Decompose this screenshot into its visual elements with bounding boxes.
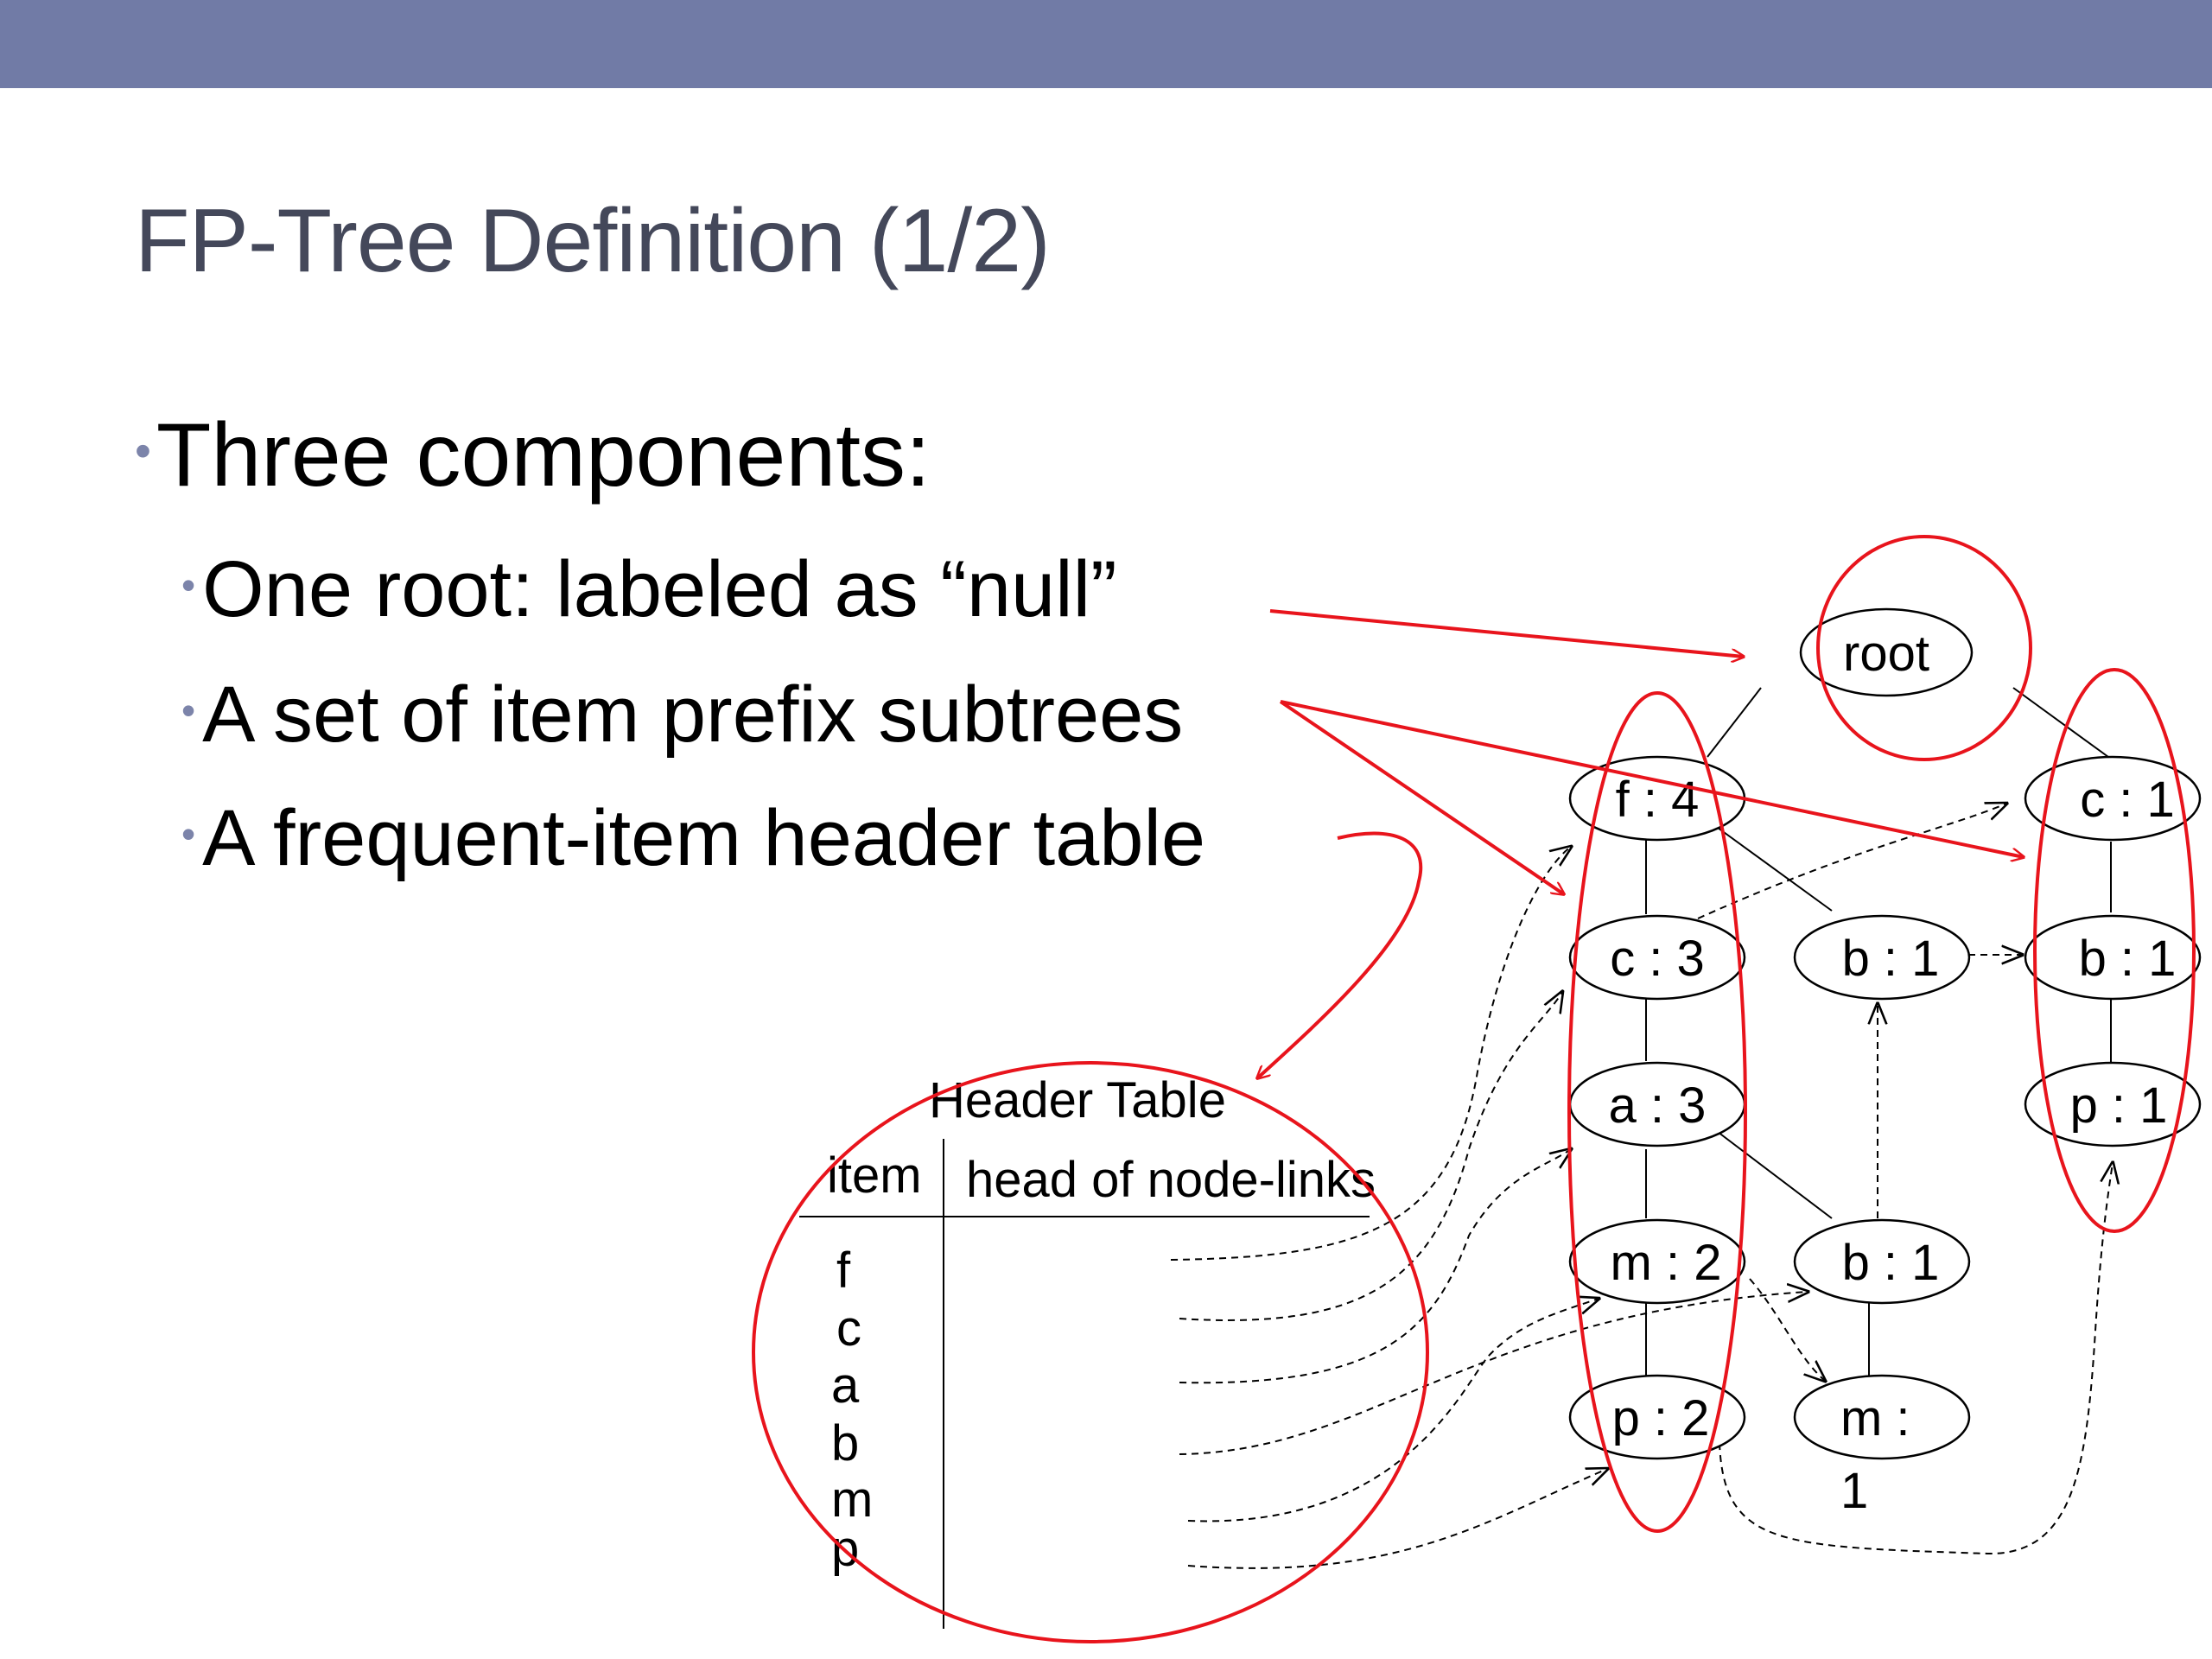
tree-node-p1: p : 1 [2024,1061,2202,1147]
tree-edges [1645,687,2112,1376]
tree-node-b1-lower: b : 1 [1793,1218,1971,1305]
bullet-sub-header-table: •A frequent-item header table [181,793,1205,884]
highlights [752,535,2196,1643]
tree-node-m1-label: m : [1840,1390,1910,1446]
tree-node-m2: m : 2 [1568,1218,1746,1305]
tree-node-p1-label: p : 1 [2070,1077,2168,1134]
highlight-subtree-left [1567,691,1747,1533]
node-link-m-next [1749,1278,1825,1381]
tree-node-c3-label: c : 3 [1610,931,1705,987]
bullet-sub-root-text: One root: labeled as “null” [202,545,1117,633]
edge-root-c1 [2012,687,2109,758]
tree-node-c3: c : 3 [1568,914,1746,1001]
tree-node-b1-lower-label: b : 1 [1842,1235,1940,1291]
tree-node-a3-label: a : 3 [1609,1077,1707,1134]
tree-node-m1-count: 1 [1840,1463,1868,1519]
tree-node-b1-right-label: b : 1 [2079,931,2177,987]
node-link-p-head [1187,1469,1607,1569]
tree-node-a3: a : 3 [1568,1061,1746,1147]
header-table-item-c: c [836,1300,861,1357]
edge-root-f [1707,687,1762,758]
arrow-to-root [1269,609,1744,657]
tree-node-b1-right: b : 1 [2024,914,2202,1001]
highlight-root [1816,535,2032,761]
header-table-item-b: b [831,1415,859,1471]
bullet-dot-icon: • [181,811,196,856]
tree-node-c1-label: c : 1 [2080,772,2175,828]
tree-node-root: root [1799,607,1974,697]
edge-a-b [1717,1131,1833,1219]
highlight-subtree-right [2033,668,2196,1233]
bullet-sub-subtrees: •A set of item prefix subtrees [181,670,1183,760]
tree-node-p2-label: p : 2 [1612,1390,1710,1446]
node-link-p-next [1719,1163,2113,1555]
node-link-m-head [1187,1299,1599,1522]
arrow-to-right-subtree [1280,700,2024,857]
bullet-dot-icon: • [181,688,196,733]
slide-title: FP-Tree Definition (1/2) [135,191,1051,291]
header-table-col-head: head of node-links [966,1152,1376,1208]
node-link-b-head [1179,1292,1808,1455]
tree-node-b1-upper: b : 1 [1793,914,1971,1001]
node-links [1170,804,2113,1569]
node-link-f [1170,847,1571,1261]
bullet-sub-header-table-text: A frequent-item header table [202,794,1206,882]
bullet-main-text: Three components: [156,405,931,505]
header-table-item-a: a [831,1357,860,1414]
tree-nodes: root f : 4 c : 3 a : 3 m : 2 p : 2 b : 1 [1568,607,2202,1519]
highlight-header-table [752,1061,1429,1643]
arrow-to-left-subtree [1279,700,1564,894]
tree-node-m2-label: m : 2 [1611,1235,1722,1291]
node-link-c-next [1697,804,2006,919]
header-table-item-f: f [836,1243,851,1299]
bullet-sub-root: •One root: labeled as “null” [181,544,1117,635]
bullet-main: •Three components: [135,404,931,507]
bullet-dot-icon: • [181,563,196,607]
tree-node-m1: m : 1 [1793,1374,1971,1519]
header-table-title: Header Table [929,1072,1226,1128]
tree-node-p2: p : 2 [1568,1374,1746,1460]
bullet-sub-subtrees-text: A set of item prefix subtrees [202,671,1184,759]
tree-node-b1-upper-label: b : 1 [1842,931,1940,987]
arrow-to-header-table [1257,831,1423,1078]
bullet-dot-icon: • [135,425,151,477]
tree-node-root-label: root [1843,626,1929,682]
header-table: Header Table item head of node-links f c… [799,1072,1376,1629]
edge-f-b [1717,827,1833,912]
node-link-c-head [1179,992,1562,1321]
top-band [0,0,2212,88]
tree-node-c1: c : 1 [2024,755,2202,842]
header-table-item-m: m [831,1471,873,1528]
